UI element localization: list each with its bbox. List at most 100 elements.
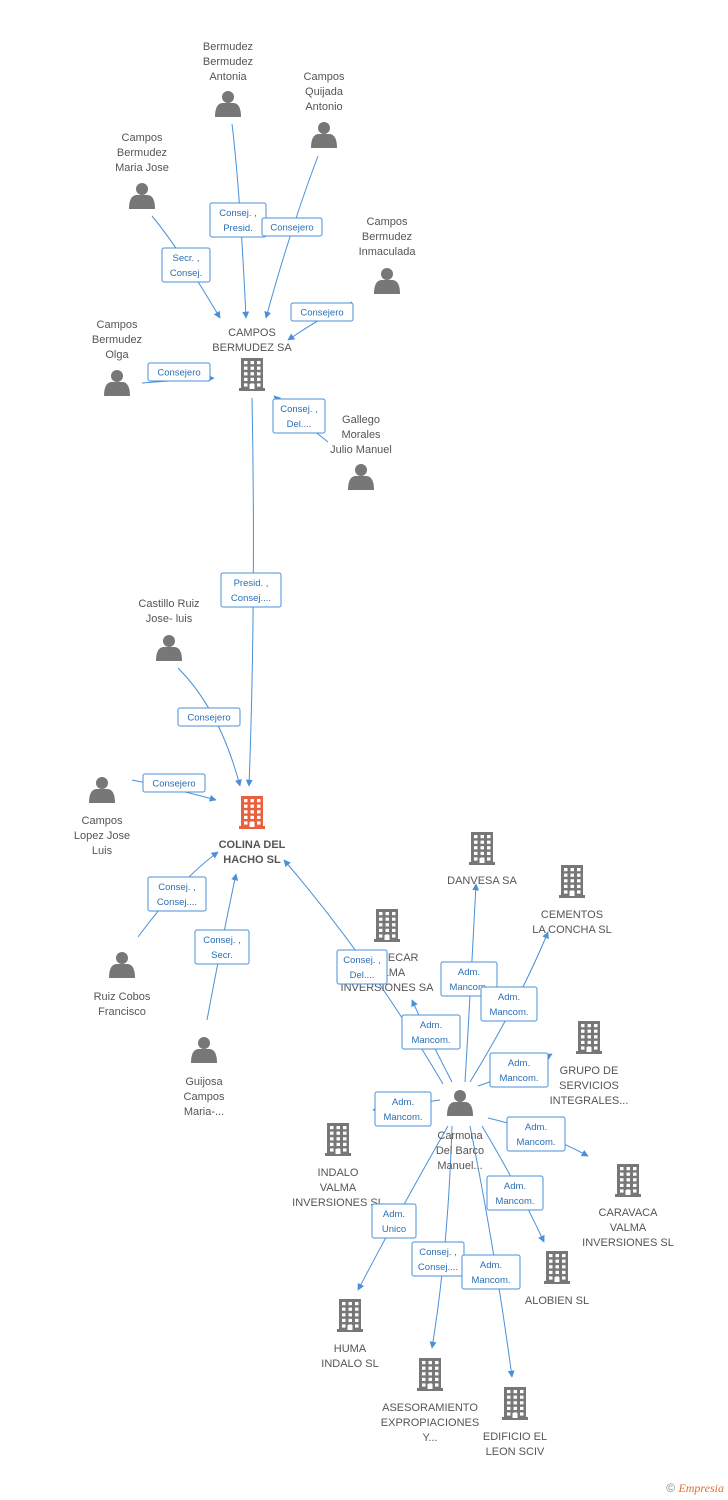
node-label: INDALO <box>318 1167 359 1179</box>
edge-label[interactable]: Consejero <box>177 707 241 727</box>
edge-label[interactable]: Adm.Mancom. <box>489 1052 549 1088</box>
edge-label-box[interactable] <box>220 572 282 608</box>
edge-label[interactable]: Consejero <box>290 302 354 322</box>
edge-label[interactable]: Consej. ,Del.... <box>336 949 388 985</box>
edge-label-box[interactable] <box>142 773 206 793</box>
edge-label-text: Adm. <box>525 1122 547 1133</box>
building-icon[interactable] <box>239 358 265 391</box>
node-label: VALMA <box>320 1182 357 1194</box>
edge-label[interactable]: Adm.Unico <box>371 1203 417 1239</box>
edge-label-box[interactable] <box>194 929 250 965</box>
person-icon[interactable] <box>447 1090 473 1116</box>
edge-label[interactable]: Secr. ,Consej. <box>161 247 211 283</box>
edge-label[interactable]: Consejero <box>142 773 206 793</box>
edge-label[interactable]: Adm.Mancom. <box>461 1254 521 1290</box>
edge-label[interactable]: Consej. ,Consej.... <box>411 1241 465 1277</box>
edge-label-box[interactable] <box>486 1175 544 1211</box>
edge-label-box[interactable] <box>290 302 354 322</box>
edge-label[interactable]: Adm.Mancom. <box>480 986 538 1022</box>
edge-label-box[interactable] <box>371 1203 417 1239</box>
edge-label[interactable]: Consej. ,Secr. <box>194 929 250 965</box>
edge-label[interactable]: Consej. ,Presid. <box>209 202 267 238</box>
edge-label-text: Consejero <box>157 368 200 379</box>
edge-label-text: Secr. , <box>173 253 200 264</box>
edge-label-box[interactable] <box>489 1052 549 1088</box>
building-icon[interactable] <box>374 909 400 942</box>
node-danvesa[interactable]: DANVESA SA <box>447 832 518 887</box>
edge-label-box[interactable] <box>272 398 326 434</box>
edge-label-text: Mancom. <box>449 982 488 993</box>
node-grupo[interactable]: GRUPO DESERVICIOSINTEGRALES... <box>550 1021 629 1107</box>
edge-label-box[interactable] <box>461 1254 521 1290</box>
edge-label-text: Presid. <box>223 223 253 234</box>
edge-label-text: Adm. <box>508 1058 530 1069</box>
person-icon[interactable] <box>156 635 182 661</box>
building-icon[interactable] <box>239 796 265 829</box>
building-icon[interactable] <box>544 1251 570 1284</box>
edge-carmona-to-edificio <box>469 1125 515 1378</box>
edge-label[interactable]: Consej. ,Del.... <box>272 398 326 434</box>
building-icon[interactable] <box>469 832 495 865</box>
edge-label[interactable]: Consej. ,Consej.... <box>147 876 207 912</box>
edge-label[interactable]: Consejero <box>147 362 211 382</box>
edge-label[interactable]: Adm.Mancom. <box>374 1091 432 1127</box>
edge-label-box[interactable] <box>147 362 211 382</box>
edge-label-text: Adm. <box>498 992 520 1003</box>
edge-label-box[interactable] <box>374 1091 432 1127</box>
edge-label[interactable]: Adm.Mancom. <box>506 1116 566 1152</box>
building-icon[interactable] <box>502 1387 528 1420</box>
footer-brand[interactable]: © Empresia <box>666 1481 724 1496</box>
edge-label-box[interactable] <box>261 217 323 237</box>
person-icon[interactable] <box>348 464 374 490</box>
edge-label[interactable]: Consejero <box>261 217 323 237</box>
person-icon[interactable] <box>311 122 337 148</box>
node-alobien[interactable]: ALOBIEN SL <box>525 1251 589 1307</box>
edge-label-box[interactable] <box>161 247 211 283</box>
building-icon[interactable] <box>615 1164 641 1197</box>
edge-campos_quijada-to-campos_sa <box>264 155 319 319</box>
node-label: INVERSIONES SA <box>341 982 435 994</box>
node-guijosa[interactable]: GuijosaCamposMaria-... <box>184 1037 225 1118</box>
person-icon[interactable] <box>109 952 135 978</box>
node-label: Campos <box>184 1091 225 1103</box>
edge-label-box[interactable] <box>401 1014 461 1050</box>
building-icon[interactable] <box>417 1358 443 1391</box>
person-icon[interactable] <box>129 183 155 209</box>
node-asesoramiento[interactable]: ASESORAMIENTOEXPROPIACIONESY... <box>381 1358 479 1444</box>
person-icon[interactable] <box>104 370 130 396</box>
edge-label-box[interactable] <box>336 949 388 985</box>
edge-label-box[interactable] <box>177 707 241 727</box>
edge-label[interactable]: Presid. ,Consej.... <box>220 572 282 608</box>
node-label: Francisco <box>98 1006 146 1018</box>
building-icon[interactable] <box>559 865 585 898</box>
building-icon[interactable] <box>337 1299 363 1332</box>
building-icon[interactable] <box>576 1021 602 1054</box>
person-icon[interactable] <box>191 1037 217 1063</box>
person-icon[interactable] <box>374 268 400 294</box>
edge-label-box[interactable] <box>480 986 538 1022</box>
edge-label-box[interactable] <box>147 876 207 912</box>
person-icon[interactable] <box>89 777 115 803</box>
person-icon[interactable] <box>215 91 241 117</box>
building-icon[interactable] <box>325 1123 351 1156</box>
edge-label[interactable]: Adm.Mancom. <box>486 1175 544 1211</box>
edge-label-box[interactable] <box>506 1116 566 1152</box>
edge-label[interactable]: Adm.Mancom. <box>401 1014 461 1050</box>
